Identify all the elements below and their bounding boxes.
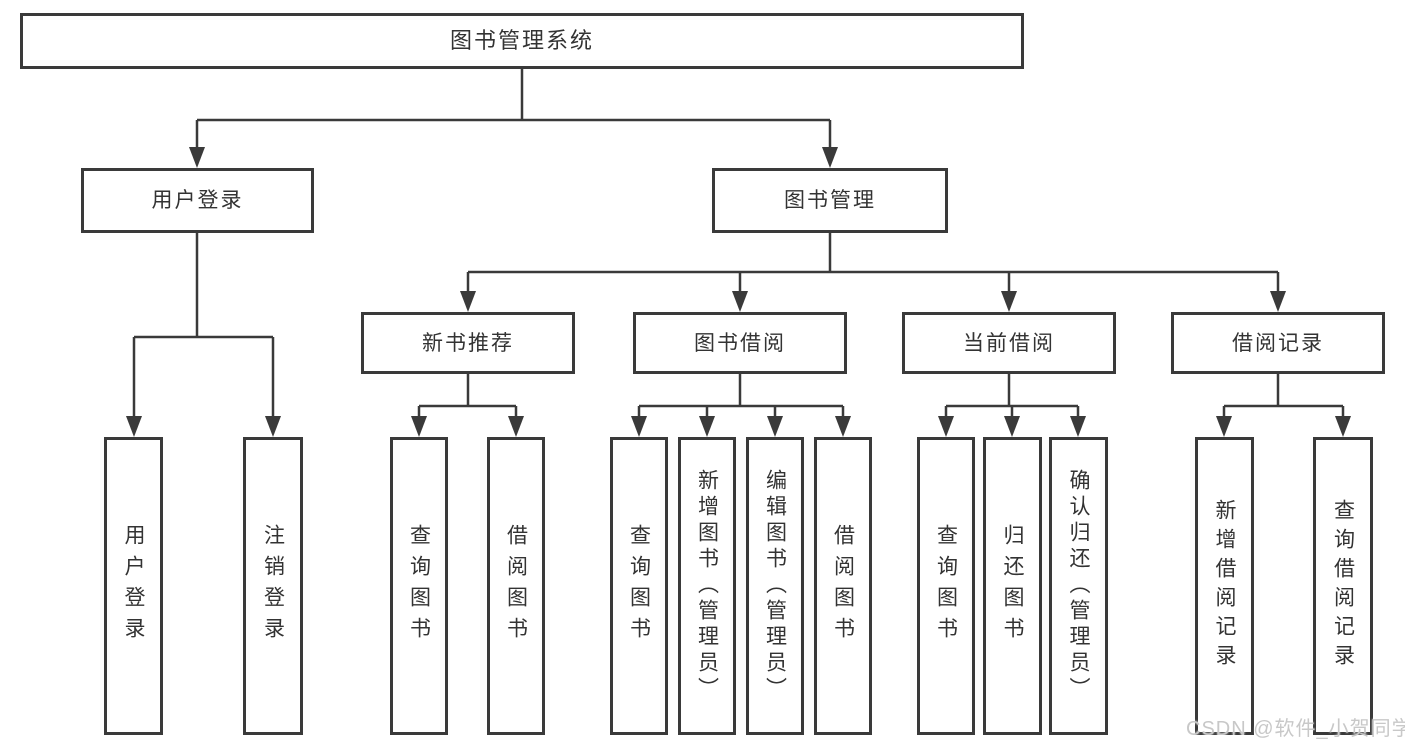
arrow-down-icon	[631, 416, 647, 437]
leaf-borrow-books: 借阅图书	[814, 437, 872, 735]
leaf-query-books-current: 查询图书	[917, 437, 975, 735]
arrow-down-icon	[732, 291, 748, 312]
node-new-book-recommend: 新书推荐	[361, 312, 575, 374]
leaf-query-books-recommend: 查询图书	[390, 437, 448, 735]
arrow-down-icon	[1001, 291, 1017, 312]
leaf-query-borrow-record: 查询借阅记录	[1313, 437, 1373, 735]
arrow-down-icon	[767, 416, 783, 437]
leaf-query-books-borrow: 查询图书	[610, 437, 668, 735]
node-borrow-records: 借阅记录	[1171, 312, 1385, 374]
leaf-user-login: 用户登录	[104, 437, 163, 735]
tree-edges	[132, 69, 1345, 418]
arrow-down-icon	[1270, 291, 1286, 312]
node-library-management-system: 图书管理系统	[20, 13, 1024, 69]
arrow-down-icon	[1070, 416, 1086, 437]
node-current-borrow: 当前借阅	[902, 312, 1116, 374]
arrowheads	[126, 147, 1351, 437]
leaf-logout: 注销登录	[243, 437, 303, 735]
arrow-down-icon	[938, 416, 954, 437]
arrow-down-icon	[1216, 416, 1232, 437]
arrow-down-icon	[126, 416, 142, 437]
arrow-down-icon	[460, 291, 476, 312]
arrow-down-icon	[1335, 416, 1351, 437]
csdn-watermark: CSDN @软件_小贺同学	[1186, 718, 1405, 740]
leaf-borrow-books-recommend: 借阅图书	[487, 437, 545, 735]
leaf-edit-books-admin: 编辑图书（管理员）	[746, 437, 804, 735]
arrow-down-icon	[1004, 416, 1020, 437]
arrow-down-icon	[411, 416, 427, 437]
node-book-borrow: 图书借阅	[633, 312, 847, 374]
arrow-down-icon	[508, 416, 524, 437]
arrow-down-icon	[835, 416, 851, 437]
leaf-add-borrow-record: 新增借阅记录	[1195, 437, 1254, 735]
arrow-down-icon	[189, 147, 205, 168]
leaf-confirm-return-admin: 确认归还（管理员）	[1049, 437, 1108, 735]
node-user-login: 用户登录	[81, 168, 314, 233]
arrow-down-icon	[699, 416, 715, 437]
node-book-management: 图书管理	[712, 168, 948, 233]
arrow-down-icon	[265, 416, 281, 437]
leaf-return-books: 归还图书	[983, 437, 1042, 735]
arrow-down-icon	[822, 147, 838, 168]
leaf-add-books-admin: 新增图书（管理员）	[678, 437, 736, 735]
